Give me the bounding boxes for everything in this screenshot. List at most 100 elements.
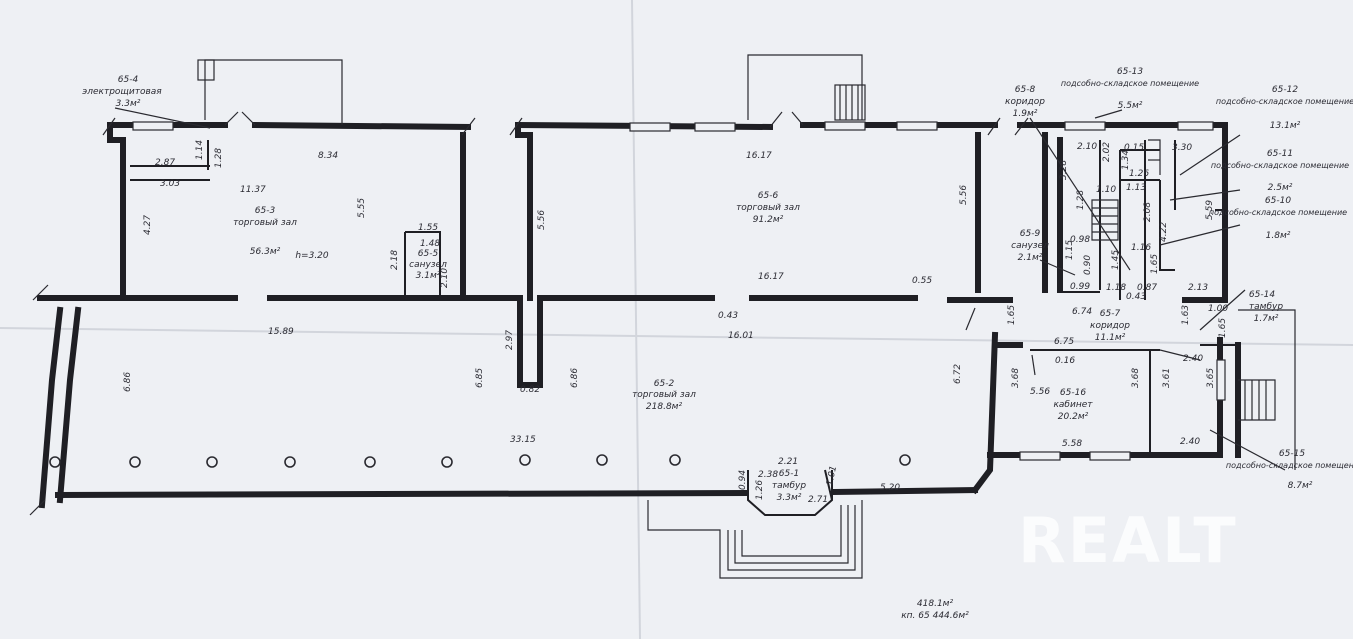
dim-label: 5.58 [1062,439,1082,449]
room-id-65-16: 65-16 [1060,388,1086,398]
dim-label: 11.37 [240,185,266,195]
dim-label: 2.71 [808,495,828,505]
room-area-65-13: 5.5м² [1118,101,1143,111]
realt-watermark-logo: REALT [1018,504,1238,577]
room-area-65-9: 2.1м² [1018,253,1043,263]
room-area-65-6: 91.2м² [753,215,784,225]
dim-label: 3.28 [1059,160,1069,180]
dim-label: 0.55 [912,276,932,286]
room-name-65-8: коридор [1005,97,1045,107]
dim-label: 2.08 [1143,202,1153,222]
dim-label: 2.97 [505,330,515,350]
columns [49,454,911,468]
room-name-65-6: торговый зал [736,203,800,213]
room-labels: 65-4 электрощитовая 3.3м² 65-3 торговый … [82,67,1353,503]
room-name-65-9: санузел [1011,241,1049,251]
room-name-65-7: коридор [1090,321,1130,331]
room-id-65-7: 65-7 [1100,309,1121,319]
room-name-65-2: торговый зал [632,390,696,400]
dim-label: 1.28 [214,148,224,168]
room-name-65-15: подсобно-складское помещение [1226,461,1353,470]
room-name-65-11: подсобно-складское помещение [1211,161,1349,170]
room-id-65-13: 65-13 [1117,67,1143,77]
dim-label: 5.56 [537,210,547,230]
dim-label: 0.43 [718,311,738,321]
dim-label: 5.59 [1205,200,1215,220]
dim-label: 5.56 [959,185,969,205]
paper-fold-vertical [631,0,641,639]
room-name-65-12: подсобно-складское помещение [1216,97,1353,106]
dim-label: 1.16 [1131,243,1151,253]
room-area-65-7: 11.1м² [1095,333,1126,343]
dim-label: 2.38 [758,470,778,480]
dim-label: 0.15 [1124,143,1144,153]
dim-label: 6.72 [953,364,963,384]
dim-label: 6.75 [1054,337,1074,347]
dim-label: 2.40 [1180,437,1200,447]
room-id-65-8: 65-8 [1015,85,1036,95]
dim-label: 15.89 [268,327,294,337]
room-area-65-8: 1.9м² [1013,109,1038,119]
room-area-65-10: 1.8м² [1266,231,1291,241]
dim-label: 2.87 [155,158,175,168]
dim-label: 5.56 [1030,387,1050,397]
room-area-65-14: 1.7м² [1254,314,1279,324]
room-name-65-16: кабинет [1053,400,1093,410]
dim-label: 1.48 [420,239,440,249]
exterior-structures [29,54,1296,579]
premises-total: кп. 65 444.6м² [901,611,969,621]
room-name-65-1: тамбур [772,481,806,491]
leader-lines [114,107,1286,471]
dim-label: 6.85 [475,368,485,388]
dim-label: 0.99 [1070,282,1090,292]
dim-label: 1.14 [195,140,205,160]
room-id-65-3: 65-3 [255,206,276,216]
room-id-65-1: 65-1 [779,469,799,479]
dim-label: 5.20 [880,483,900,493]
room-name-65-10: подсобно-складское помещение [1209,208,1347,217]
dim-label: 6.74 [1072,307,1092,317]
totals: 418.1м² кп. 65 444.6м² [901,599,969,621]
dim-label: 0.94 [738,470,748,490]
dim-label: 2.13 [1188,283,1208,293]
dim-label: 0.98 [1070,235,1090,245]
dim-label: 1.00 [1208,304,1228,314]
room-id-65-12: 65-12 [1272,85,1298,95]
room-id-65-11: 65-11 [1267,149,1293,159]
room-id-65-5: 65-5 [418,249,439,259]
dim-label: 2.10 [1077,142,1097,152]
room-area-65-5: 3.1м² [416,271,441,281]
dim-label: 3.30 [1172,143,1192,153]
room-name-65-13: подсобно-складское помещение [1061,79,1199,88]
dim-label: 2.18 [390,250,400,270]
dim-label: 1.26 [755,480,765,500]
dim-label: 1.28 [1076,190,1086,210]
dim-label: 1.18 [1106,283,1126,293]
dim-label: 33.15 [510,435,536,445]
dim-label: 1.13 [1126,183,1146,193]
dim-label: 3.03 [160,179,180,189]
dim-label: 3.68 [1131,368,1141,388]
room-id-65-9: 65-9 [1020,229,1041,239]
dimension-labels: 8.34 11.37 5.55 4.27 2.87 3.03 1.14 1.28… [123,140,1228,505]
dim-label: 2.02 [1102,142,1112,162]
dim-label: 1.63 [1181,305,1191,325]
dim-label: 1.65 [1218,318,1228,338]
room-area-65-3: 56.3м² [250,247,281,257]
room-name-65-3: торговый зал [233,218,297,228]
dim-label: 2.21 [778,457,798,467]
dim-label: 1.65 [1007,305,1017,325]
dim-label: 0.43 [1126,292,1146,302]
room-name-65-4: электрощитовая [82,87,162,97]
dim-label: 6.86 [570,368,580,388]
dim-label: 5.55 [357,198,367,218]
dim-label: 3.68 [1011,368,1021,388]
dim-label: 4.27 [143,215,153,235]
room-id-65-6: 65-6 [758,191,779,201]
room-area-65-16: 20.2м² [1058,412,1089,422]
dim-label: 0.16 [1055,356,1075,366]
dim-label: 0.90 [1083,255,1093,275]
dim-label: 16.17 [746,151,772,161]
